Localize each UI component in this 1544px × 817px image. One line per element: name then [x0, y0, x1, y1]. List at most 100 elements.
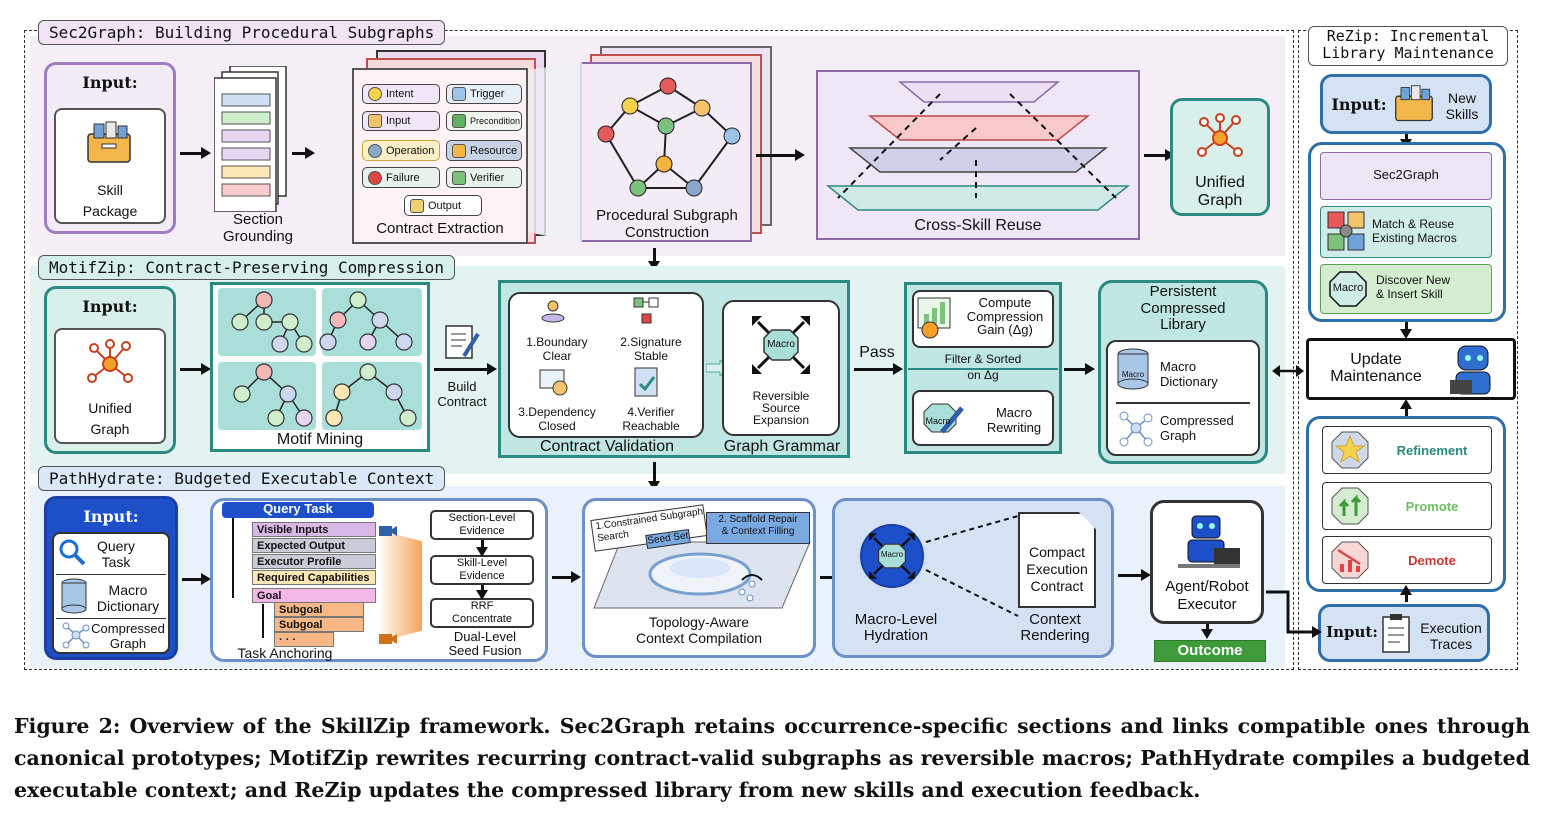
sec2graph-step — [1320, 152, 1492, 200]
topology-plane — [593, 541, 811, 609]
zoom-lines — [528, 62, 582, 244]
hydration-macro-label: Macro — [880, 550, 904, 559]
check-signature: 2.Signature Stable — [620, 335, 682, 363]
arrow-new-skills — [1400, 134, 1412, 149]
check-boundary: 1.Boundary Clear — [526, 335, 588, 363]
pathhydrate-input-label: Input: — [83, 507, 139, 526]
puzzle-icon — [1326, 210, 1368, 254]
database-icon — [60, 578, 88, 616]
camera-icon — [378, 522, 398, 540]
chip-trigger: Trigger — [446, 84, 522, 104]
ph-divider-1 — [56, 574, 166, 575]
check-verifier: 4.Verifier Reachable — [622, 405, 680, 433]
robot-icon — [1174, 510, 1244, 570]
promote-icon — [1330, 486, 1370, 526]
hydration-dash-lines — [925, 515, 1019, 617]
arrow-motifzip-to-pathhydrate — [648, 462, 660, 491]
graph-grammar-box — [722, 300, 840, 436]
boundary-icon — [540, 298, 566, 324]
ph-macro-dictionary-label: Macro Dictionary — [96, 582, 160, 615]
arrow-input-to-sections — [180, 147, 211, 159]
macro-rewriting-label: Macro Rewriting — [986, 405, 1042, 435]
arrow-pass — [854, 363, 903, 375]
rezip-title-box — [1308, 26, 1508, 66]
pass-label: Pass — [859, 344, 895, 361]
macro-pen-label: Macro — [925, 416, 951, 426]
promote-label: Promote — [1405, 499, 1459, 514]
main-frame — [24, 30, 1294, 670]
compute-gain-label: Compute Compression Gain (Δg) — [966, 295, 1044, 338]
check-dependency: 3.Dependency Closed — [518, 405, 596, 433]
arrow-to-executor — [1118, 569, 1151, 581]
chip-precondition: Precondition — [446, 111, 522, 131]
chip-failure: Failure — [362, 167, 440, 188]
contract-validation-label: Contract Validation — [540, 438, 674, 455]
executor-label: Agent/Robot Executor — [1165, 578, 1249, 613]
unified-graph-label: Unified Graph — [1195, 174, 1245, 210]
evidence-section-label: Section-Level Evidence — [448, 512, 516, 537]
section-grounding-label: Section Grounding — [222, 211, 294, 246]
checks-box — [508, 292, 704, 438]
refinement-label: Refinement — [1396, 443, 1468, 458]
execution-traces-label: Execution Traces — [1420, 620, 1482, 653]
arrow-from-feedback — [1400, 399, 1412, 416]
cross-skill-reuse-label: Cross-Skill Reuse — [914, 217, 1042, 234]
topology-label: Topology-Aware Context Compilation — [635, 614, 763, 647]
context-rendering-label: Context Rendering — [1020, 611, 1090, 644]
chip-input: Input — [362, 111, 440, 131]
double-arrow-library-update — [1272, 364, 1304, 378]
bar-required-capabilities: Required Capabilities — [252, 570, 376, 585]
rezip-title: ReZip: Incremental Library Maintenance — [1322, 27, 1494, 63]
tree-trunk — [232, 518, 234, 598]
arrow-to-outcome — [1201, 624, 1213, 639]
camera-icon — [378, 630, 398, 648]
evidence-skill-label: Skill-Level Evidence — [456, 557, 508, 582]
dependency-icon — [538, 366, 570, 398]
outcome-label: Outcome — [1177, 642, 1243, 659]
arrow-ev2 — [476, 585, 488, 600]
new-skills-label: New Skills — [1445, 90, 1479, 123]
arrow-reuse-to-unified — [1144, 149, 1175, 161]
discover-macro-label: Macro — [1332, 282, 1364, 294]
subtree-trunk — [262, 604, 264, 638]
robot-icon — [1448, 340, 1498, 398]
section-stack-icon — [213, 65, 288, 213]
folder-icon — [1394, 84, 1434, 124]
demote-label: Demote — [1408, 553, 1456, 568]
gain-divider — [908, 368, 1058, 370]
arrow-from-traces — [1400, 585, 1412, 602]
chip-verifier: Verifier — [446, 167, 522, 188]
scaffold-card — [706, 512, 810, 544]
contract-doc — [1018, 512, 1096, 608]
macro-label: Macro — [767, 339, 795, 350]
chip-output: Output — [404, 195, 482, 216]
evidence-section — [430, 510, 534, 540]
macro-icon — [748, 312, 814, 378]
motifzip-title: MotifZip: Contract-Preserving Compressio… — [38, 255, 455, 280]
arrow-to-update — [1400, 322, 1412, 339]
verifier-icon — [632, 366, 662, 398]
macro-octagon-icon — [1328, 270, 1368, 308]
graph-grammar-label: Graph Grammar — [723, 438, 841, 455]
graph-icon — [1196, 112, 1244, 160]
sec2graph-step-label: Sec2Graph — [1373, 167, 1439, 182]
compressed-graph-icon — [1114, 408, 1154, 448]
subgraph-card-front — [580, 62, 752, 242]
bar-expected-output: Expected Output — [252, 538, 376, 553]
arrow-sec2graph-to-motifzip — [648, 248, 660, 271]
db-macro-label: Macro — [1121, 370, 1145, 379]
subgraph-construction-label: Procedural Subgraph Construction — [596, 207, 738, 242]
arrow-subgraph-to-reuse — [756, 149, 805, 161]
ph-divider-2 — [56, 618, 166, 619]
match-reuse-label: Match & Reuse Existing Macros — [1372, 217, 1457, 245]
demote-icon — [1330, 540, 1370, 580]
sec2graph-title: Sec2Graph: Building Procedural Subgraphs — [38, 20, 446, 45]
library-divider — [1116, 402, 1250, 404]
pathhydrate-title: PathHydrate: Budgeted Executable Context — [38, 466, 446, 491]
motif-graphs — [231, 291, 417, 427]
bar-subgoal-more: · · · — [274, 632, 334, 647]
sec2graph-input-label: Input: — [82, 73, 138, 92]
bar-subgoal-1: Subgoal — [274, 602, 364, 617]
contract-extraction-label: Contract Extraction — [376, 220, 504, 237]
layers-icon — [825, 81, 1131, 211]
